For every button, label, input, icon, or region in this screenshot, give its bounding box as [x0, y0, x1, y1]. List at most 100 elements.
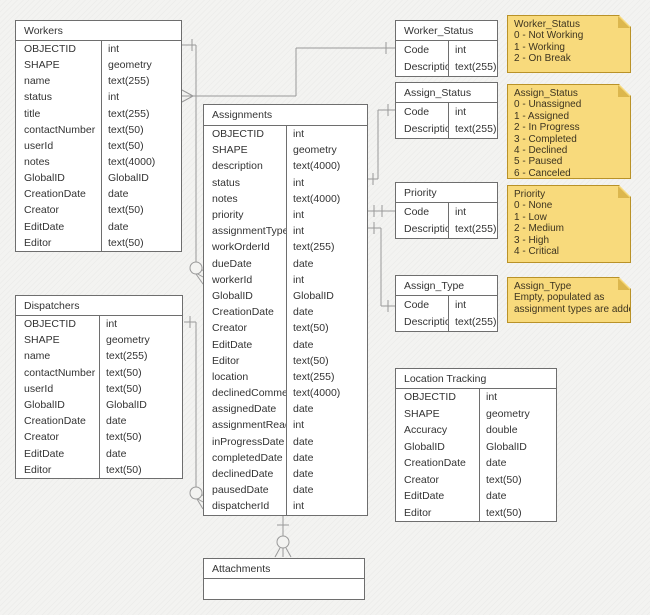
field-type: text(50) — [101, 202, 181, 219]
relationship-assignments-priority-to-priority[interactable] — [368, 205, 395, 217]
relationship-workers-status-to-worker-status[interactable] — [181, 42, 395, 103]
note-line: Empty, populated as — [514, 292, 605, 304]
field-type: text(50) — [286, 320, 367, 337]
zero-cardinality-circle-icon — [276, 535, 290, 549]
field-type: text(255) — [448, 58, 497, 76]
field-name: declinedComment — [212, 387, 286, 400]
entity-title[interactable]: Attachments — [204, 559, 364, 579]
entity-title[interactable]: Priority — [396, 183, 497, 203]
note-line: 3 - Completed — [514, 133, 577, 145]
field-name — [204, 579, 284, 599]
field-name: Accuracy — [404, 424, 448, 437]
field-name: CreationDate — [24, 188, 86, 201]
field-name: EditDate — [212, 338, 253, 351]
field-type: int — [286, 223, 367, 240]
field-type: date — [286, 255, 367, 272]
field-type: text(50) — [99, 461, 182, 478]
field-type: int — [286, 174, 367, 191]
field-type: date — [479, 455, 556, 472]
field-name: SHAPE — [404, 407, 440, 420]
field-type: geometry — [479, 405, 556, 422]
field-type: geometry — [286, 142, 367, 159]
field-name: Editor — [24, 236, 52, 249]
field-name: SHAPE — [212, 144, 248, 157]
entity-title[interactable]: Assignments — [204, 105, 367, 126]
entity-title[interactable]: Workers — [16, 21, 181, 41]
field-name: Creator — [24, 204, 60, 217]
field-type: text(50) — [99, 429, 182, 446]
field-name: assignmentType — [212, 225, 286, 238]
field-type: date — [101, 186, 181, 203]
field-type: text(255) — [448, 120, 497, 138]
field-type: date — [101, 218, 181, 235]
relationship-assignments-assignmentType-to-assign-type[interactable] — [368, 222, 395, 312]
field-row: Creator text(50) — [16, 202, 181, 219]
field-row: CreationDate date — [16, 186, 181, 203]
field-row: Descriptiontext(255) — [396, 58, 497, 76]
field-name: status — [24, 91, 53, 104]
field-name: Description — [404, 316, 448, 329]
field-type: text(50) — [286, 352, 367, 369]
note-line: 0 - Not Working — [514, 30, 584, 42]
note-line: 3 - High — [514, 234, 550, 246]
relationship-assignments-status-to-assign-status[interactable] — [368, 104, 395, 185]
field-name: contactNumber — [24, 366, 96, 379]
entity-assign-status[interactable]: Assign_StatusCodeintDescriptiontext(255) — [395, 82, 498, 139]
field-name: Description — [404, 61, 448, 74]
entity-title[interactable]: Worker_Status — [396, 21, 497, 41]
field-name: OBJECTID — [24, 318, 76, 331]
field-name: contactNumber — [24, 123, 96, 136]
relationship-dispatchers-to-assignments-dispatcherId[interactable] — [184, 316, 204, 510]
entity-title[interactable]: Location Tracking — [396, 369, 556, 389]
relationship-workers-to-assignments-workerId[interactable] — [182, 39, 204, 285]
field-type: text(255) — [99, 348, 182, 365]
entity-priority[interactable]: PriorityCodeintDescriptiontext(255) — [395, 182, 498, 239]
field-type: date — [286, 401, 367, 418]
note-line: 6 - Canceled — [514, 167, 571, 179]
field-type: geometry — [101, 57, 181, 74]
field-name: pausedDate — [212, 484, 269, 497]
field-name: Editor — [212, 354, 240, 367]
entity-worker-status[interactable]: Worker_StatusCodeintDescriptiontext(255) — [395, 20, 498, 77]
relationship-assignments-to-attachments[interactable] — [274, 514, 292, 558]
field-type: int — [479, 389, 556, 406]
field-name: name — [24, 350, 51, 363]
field-name: Description — [404, 123, 448, 136]
field-row: SHAPE geometry — [204, 142, 367, 159]
entity-title[interactable]: Dispatchers — [16, 296, 182, 316]
field-name: Description — [404, 223, 448, 236]
entity-title[interactable]: Assign_Type — [396, 276, 497, 296]
entity-title[interactable]: Assign_Status — [396, 83, 497, 103]
field-name: GlobalID — [404, 440, 445, 453]
note-fold-corner-icon — [618, 186, 630, 198]
field-type: text(50) — [479, 504, 556, 521]
entity-assign-type[interactable]: Assign_TypeCodeintDescriptiontext(255) — [395, 275, 498, 332]
entity-attachments[interactable]: Attachments — [203, 558, 365, 600]
